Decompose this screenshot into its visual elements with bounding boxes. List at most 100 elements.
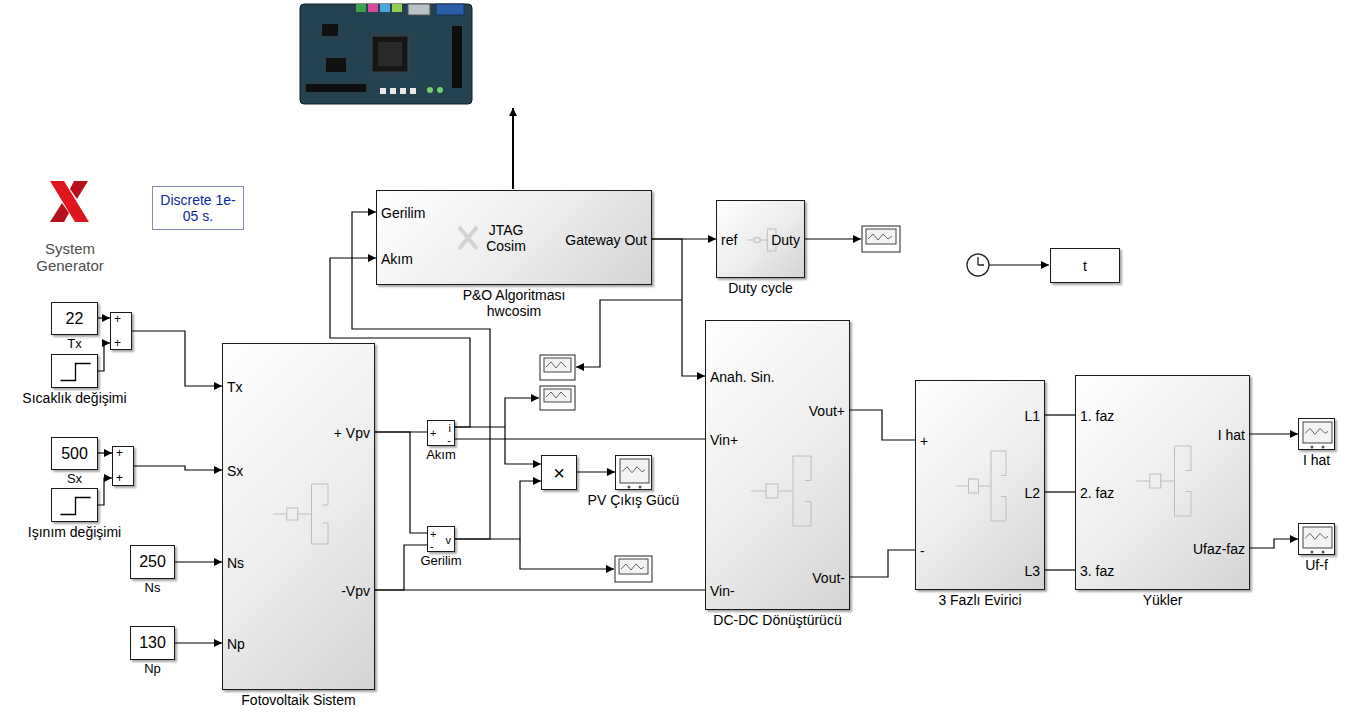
- solver-block: Discrete 1e-05 s.: [152, 186, 244, 230]
- signal-wire: [1250, 433, 1298, 434]
- block-name: Gerilim: [420, 554, 461, 569]
- block-name: Uf-f: [1305, 557, 1328, 573]
- block-name: Duty cycle: [728, 280, 793, 296]
- fpga-chip: [372, 36, 408, 72]
- scope-screen: [544, 389, 571, 402]
- schematic-icon: [1136, 446, 1191, 516]
- block-name: Sıcaklık değişimi: [22, 390, 126, 406]
- port-label: -: [920, 543, 925, 559]
- constant-value: 22: [66, 309, 84, 327]
- block-name: Ns: [145, 581, 161, 596]
- port-label: Np: [227, 636, 245, 652]
- block-name: PV Çıkış Gücü: [588, 492, 680, 508]
- block-name: Np: [144, 662, 161, 677]
- scope-screen: [619, 559, 648, 574]
- power-wire: [375, 432, 427, 533]
- block-name: I hat: [1303, 452, 1330, 468]
- constant-block: 500Sx: [51, 437, 98, 470]
- constant-block: 22Tx: [51, 302, 98, 335]
- board-chip: [326, 58, 346, 72]
- scope-knob: [1322, 551, 1325, 554]
- schematic-part: [754, 238, 760, 242]
- sign-label: -: [430, 540, 434, 553]
- step-icon: [60, 498, 90, 515]
- scope-trace: [621, 564, 644, 570]
- port-label: Sx: [227, 463, 243, 479]
- logo-stroke: [70, 181, 88, 199]
- block-name: Akım: [426, 448, 456, 463]
- signal-wire: [98, 452, 112, 453]
- load-subsystem: 1. faz2. faz3. fazI hatUfaz-fazYükler: [1075, 375, 1250, 590]
- port-label: 3. faz: [1080, 563, 1114, 579]
- scope-body: [615, 556, 652, 582]
- block-icon: [706, 321, 851, 611]
- scope-body: [862, 226, 900, 252]
- port-label: Gateway Out: [565, 232, 647, 248]
- port-label: Akım: [381, 251, 413, 267]
- port-label: i: [449, 422, 451, 435]
- constant-block: 250Ns: [130, 545, 175, 579]
- power-wire: [850, 550, 915, 577]
- schematic-lines: [273, 484, 328, 544]
- signal-wire: [132, 331, 222, 386]
- power-wire: [1045, 491, 1075, 492]
- signal-wire: [98, 317, 110, 318]
- port-label: L1: [1024, 408, 1040, 424]
- block-icon: [223, 344, 376, 691]
- scope-screen: [544, 358, 571, 372]
- step-block: Işınım değişimi: [51, 488, 98, 522]
- fpga-board: [300, 4, 472, 104]
- board-switch: [390, 88, 396, 94]
- scope-block: Uf-f: [1298, 523, 1335, 555]
- port-label: L2: [1024, 485, 1040, 501]
- sign-label: +: [116, 447, 123, 461]
- sign-label: +: [114, 313, 121, 327]
- power-wire: [375, 545, 427, 590]
- signal-wire: [577, 471, 615, 472]
- port-label: ref: [721, 232, 737, 248]
- board-port: [380, 4, 390, 12]
- current-sensor: +i-Akım: [427, 420, 455, 446]
- clock-hands: [978, 257, 984, 265]
- sign-label: -: [447, 434, 451, 447]
- step-icon: [60, 364, 90, 381]
- sign-label: +: [430, 427, 436, 440]
- clock-face: [967, 254, 989, 276]
- xilinx-logo: [50, 181, 89, 222]
- board-switch: [410, 88, 416, 94]
- scope-trace: [1305, 533, 1328, 539]
- port-label: L3: [1024, 563, 1040, 579]
- scope-knob: [1310, 551, 1313, 554]
- logo-stroke: [50, 181, 89, 222]
- block-icon: [52, 355, 99, 389]
- pv-subsystem: TxSxNsNp+ Vpv-VpvFotovoltaik Sistem: [222, 343, 375, 690]
- scope-block: PV Çıkış Gücü: [615, 455, 652, 490]
- voltage-sensor: +v-Gerilim: [427, 526, 455, 552]
- scope-knob: [627, 486, 630, 489]
- schematic-lines: [751, 456, 811, 526]
- schematic-lines: [1136, 446, 1191, 516]
- port-label: 2. faz: [1080, 485, 1114, 501]
- sum-block: ++: [112, 446, 134, 486]
- board-switch: [380, 88, 386, 94]
- schematic-lines: [956, 451, 1006, 521]
- scope-screen: [1303, 422, 1332, 443]
- board-switch: [400, 88, 406, 94]
- cosim-logo: [459, 227, 477, 249]
- board-port: [356, 4, 366, 12]
- block-icon: [1299, 419, 1336, 451]
- sum-block: ++: [110, 312, 132, 350]
- solver-setting: Discrete 1e-05 s.: [156, 192, 240, 224]
- board-pcb: [300, 4, 472, 104]
- board-chip: [322, 24, 338, 36]
- schematic-part: [287, 508, 298, 520]
- port-label: Gerilim: [381, 205, 425, 221]
- signal-wire: [989, 264, 1049, 265]
- scope-trace: [546, 392, 566, 398]
- signal-wire: [98, 478, 112, 505]
- signal-wire: [1250, 539, 1298, 548]
- constant-value: 130: [139, 634, 166, 652]
- block-name: P&O Algoritması hwcosim: [439, 287, 589, 319]
